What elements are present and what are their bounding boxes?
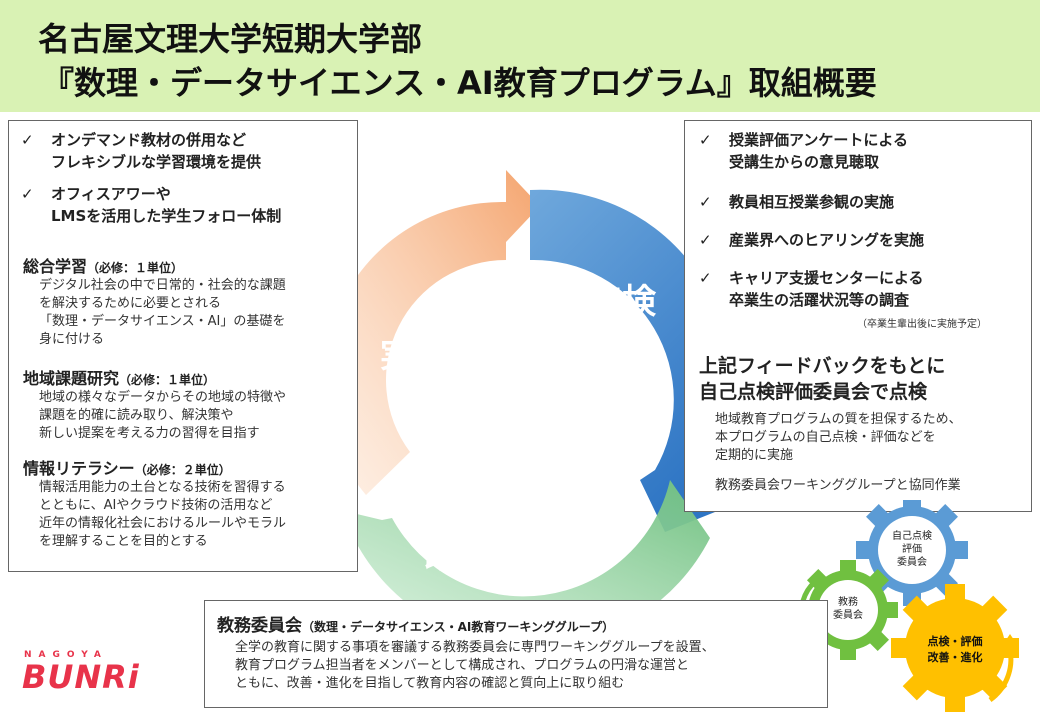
- desc-line: 「数理・データサイエンス・AI」の基礎を: [39, 314, 286, 329]
- gear-line: 自己点検: [892, 531, 932, 542]
- check-label: 点検 ・ 評価: [582, 280, 662, 412]
- check-line: フレキシブルな学習環境を提供: [51, 153, 262, 171]
- improve-arc: [330, 480, 710, 600]
- check-icon: ✓: [699, 269, 712, 287]
- committee-title: 教務委員会: [217, 616, 302, 636]
- check-label-line3: 評価: [588, 370, 656, 410]
- desc-line: 本プログラムの自己点検・評価などを: [715, 430, 936, 445]
- course-desc-3: 情報活用能力の土台となる技術を習得する とともに、AIやクラウド技術の活用など …: [39, 479, 286, 551]
- gear-line: 改善・進化: [927, 651, 983, 664]
- curved-arrow-icon: [988, 649, 1014, 703]
- blue-gear-label: 自己点検 評価 委員会: [882, 530, 942, 569]
- desc-line: 地域教育プログラムの質を担保するため、: [715, 412, 962, 427]
- course-name: 地域課題研究: [23, 369, 120, 388]
- logo-main-text: BUNRi: [22, 658, 140, 696]
- desc-line: 教育プログラム担当者をメンバーとして構成され、プログラムの円滑な運営と: [235, 658, 689, 673]
- course-desc-1: デジタル社会の中で日常的・社会的な課題 を解決するために必要とされる 「数理・デ…: [39, 277, 286, 349]
- committee-subtitle: （数理・データサイエンス・AI教育ワーキンググループ）: [302, 620, 615, 634]
- gear-line: 点検・評価: [927, 635, 983, 648]
- check-line: オンデマンド教材の併用など: [51, 131, 247, 149]
- course-req: （必修：１単位）: [87, 261, 184, 275]
- desc-line: 近年の情報化社会におけるルールやモラル: [39, 516, 287, 531]
- desc-line: を理解することを目的とする: [39, 534, 208, 549]
- check-line: 教員相互授業参観の実施: [729, 193, 895, 211]
- check-label-line2: ・: [605, 326, 639, 366]
- feedback-desc: 地域教育プログラムの質を担保するため、 本プログラムの自己点検・評価などを 定期…: [715, 411, 962, 465]
- course-title-2: 地域課題研究（必修：１単位）: [23, 365, 215, 389]
- implement-label: 実施: [380, 336, 448, 376]
- check-icon: ✓: [699, 231, 712, 249]
- implementation-panel: ✓ オンデマンド教材の併用などフレキシブルな学習環境を提供 ✓ オフィスアワーや…: [8, 120, 358, 572]
- check-arc: [530, 189, 731, 532]
- desc-line: 地域の様々なデータからその地域の特徴や: [39, 390, 287, 405]
- yellow-gear-icon: [891, 584, 1019, 712]
- desc-line: ともに、改善・進化を目指して教育内容の確認と質向上に取り組む: [235, 676, 625, 691]
- evaluation-panel: ✓ 授業評価アンケートによる受講生からの意見聴取 ✓ 教員相互授業参観の実施 ✓…: [684, 120, 1032, 512]
- gear-line: 委員会: [897, 557, 927, 568]
- check-line: LMSを活用した学生フォロー体制: [51, 207, 282, 225]
- committee-desc: 全学の教育に関する事項を審議する教務委員会に専門ワーキンググループを設置、 教育…: [235, 639, 715, 693]
- gears-graphic: [794, 500, 1019, 712]
- course-name: 総合学習: [23, 257, 88, 276]
- committee-heading: 教務委員会（数理・データサイエンス・AI教育ワーキンググループ）: [217, 611, 614, 636]
- gear-line: 評価: [902, 544, 922, 555]
- desc-line: 身に付ける: [39, 332, 105, 347]
- course-title-1: 総合学習（必修：１単位）: [23, 253, 183, 277]
- improve-label: 改善・進化: [424, 536, 594, 576]
- feedback-heading: 上記フィードバックをもとに 自己点検評価委員会で点検: [699, 353, 945, 405]
- page-title-line2: 『数理・データサイエンス・AI教育プログラム』取組概要: [42, 64, 877, 102]
- cycle-diagram: [323, 170, 731, 600]
- check-line: 卒業生の活躍状況等の調査: [729, 291, 910, 309]
- check-line: 受講生からの意見聴取: [729, 153, 880, 171]
- collab-note: 教務委員会ワーキンググループと協同作業: [715, 478, 961, 493]
- page-title-line1: 名古屋文理大学短期大学部: [38, 20, 423, 58]
- course-name: 情報リテラシー: [23, 459, 135, 478]
- yellow-gear-label: 点検・評価 改善・進化: [920, 634, 990, 666]
- gear-line: 教務: [838, 597, 858, 608]
- check-line: 産業界へのヒアリングを実施: [729, 231, 925, 249]
- committee-panel: 教務委員会（数理・データサイエンス・AI教育ワーキンググループ） 全学の教育に関…: [204, 600, 828, 708]
- check-icon: ✓: [699, 131, 712, 149]
- desc-line: 課題を的確に読み取り、解決策や: [39, 408, 234, 423]
- desc-line: を解決するために必要とされる: [39, 296, 222, 311]
- green-gear-label: 教務 委員会: [828, 596, 868, 622]
- logo-top-text: NAGOYA: [24, 650, 108, 660]
- desc-line: 定期的に実施: [715, 448, 794, 463]
- desc-line: とともに、AIやクラウド技術の活用など: [39, 498, 273, 513]
- gear-line: 委員会: [833, 610, 863, 621]
- heading-line: 自己点検評価委員会で点検: [699, 381, 928, 403]
- header-banner: 名古屋文理大学短期大学部 『数理・データサイエンス・AI教育プログラム』取組概要: [0, 0, 1040, 112]
- course-req: （必修：２単位）: [134, 463, 231, 477]
- course-title-3: 情報リテラシー（必修：２単位）: [23, 455, 231, 479]
- arrow-head-icon: [1002, 634, 1018, 646]
- check-icon: ✓: [21, 185, 34, 203]
- implement-arc: [323, 170, 540, 495]
- desc-line: 全学の教育に関する事項を審議する教務委員会に専門ワーキンググループを設置、: [235, 640, 715, 655]
- desc-line: デジタル社会の中で日常的・社会的な課題: [39, 278, 286, 293]
- check-line: キャリア支援センターによる: [729, 269, 924, 287]
- check-line: 授業評価アンケートによる: [729, 131, 908, 149]
- check-icon: ✓: [699, 193, 712, 211]
- course-desc-2: 地域の様々なデータからその地域の特徴や 課題を的確に読み取り、解決策や 新しい提…: [39, 389, 286, 443]
- schedule-note: （卒業生輩出後に実施予定）: [857, 319, 987, 330]
- course-req: （必修：１単位）: [119, 373, 216, 387]
- heading-line: 上記フィードバックをもとに: [699, 355, 946, 377]
- bunri-logo: NAGOYA BUNRi: [22, 650, 140, 694]
- check-line: オフィスアワーや: [51, 185, 171, 203]
- desc-line: 情報活用能力の土台となる技術を習得する: [39, 480, 286, 495]
- check-label-line1: 点検: [588, 282, 656, 322]
- check-icon: ✓: [21, 131, 34, 149]
- desc-line: 新しい提案を考える力の習得を目指す: [39, 426, 260, 441]
